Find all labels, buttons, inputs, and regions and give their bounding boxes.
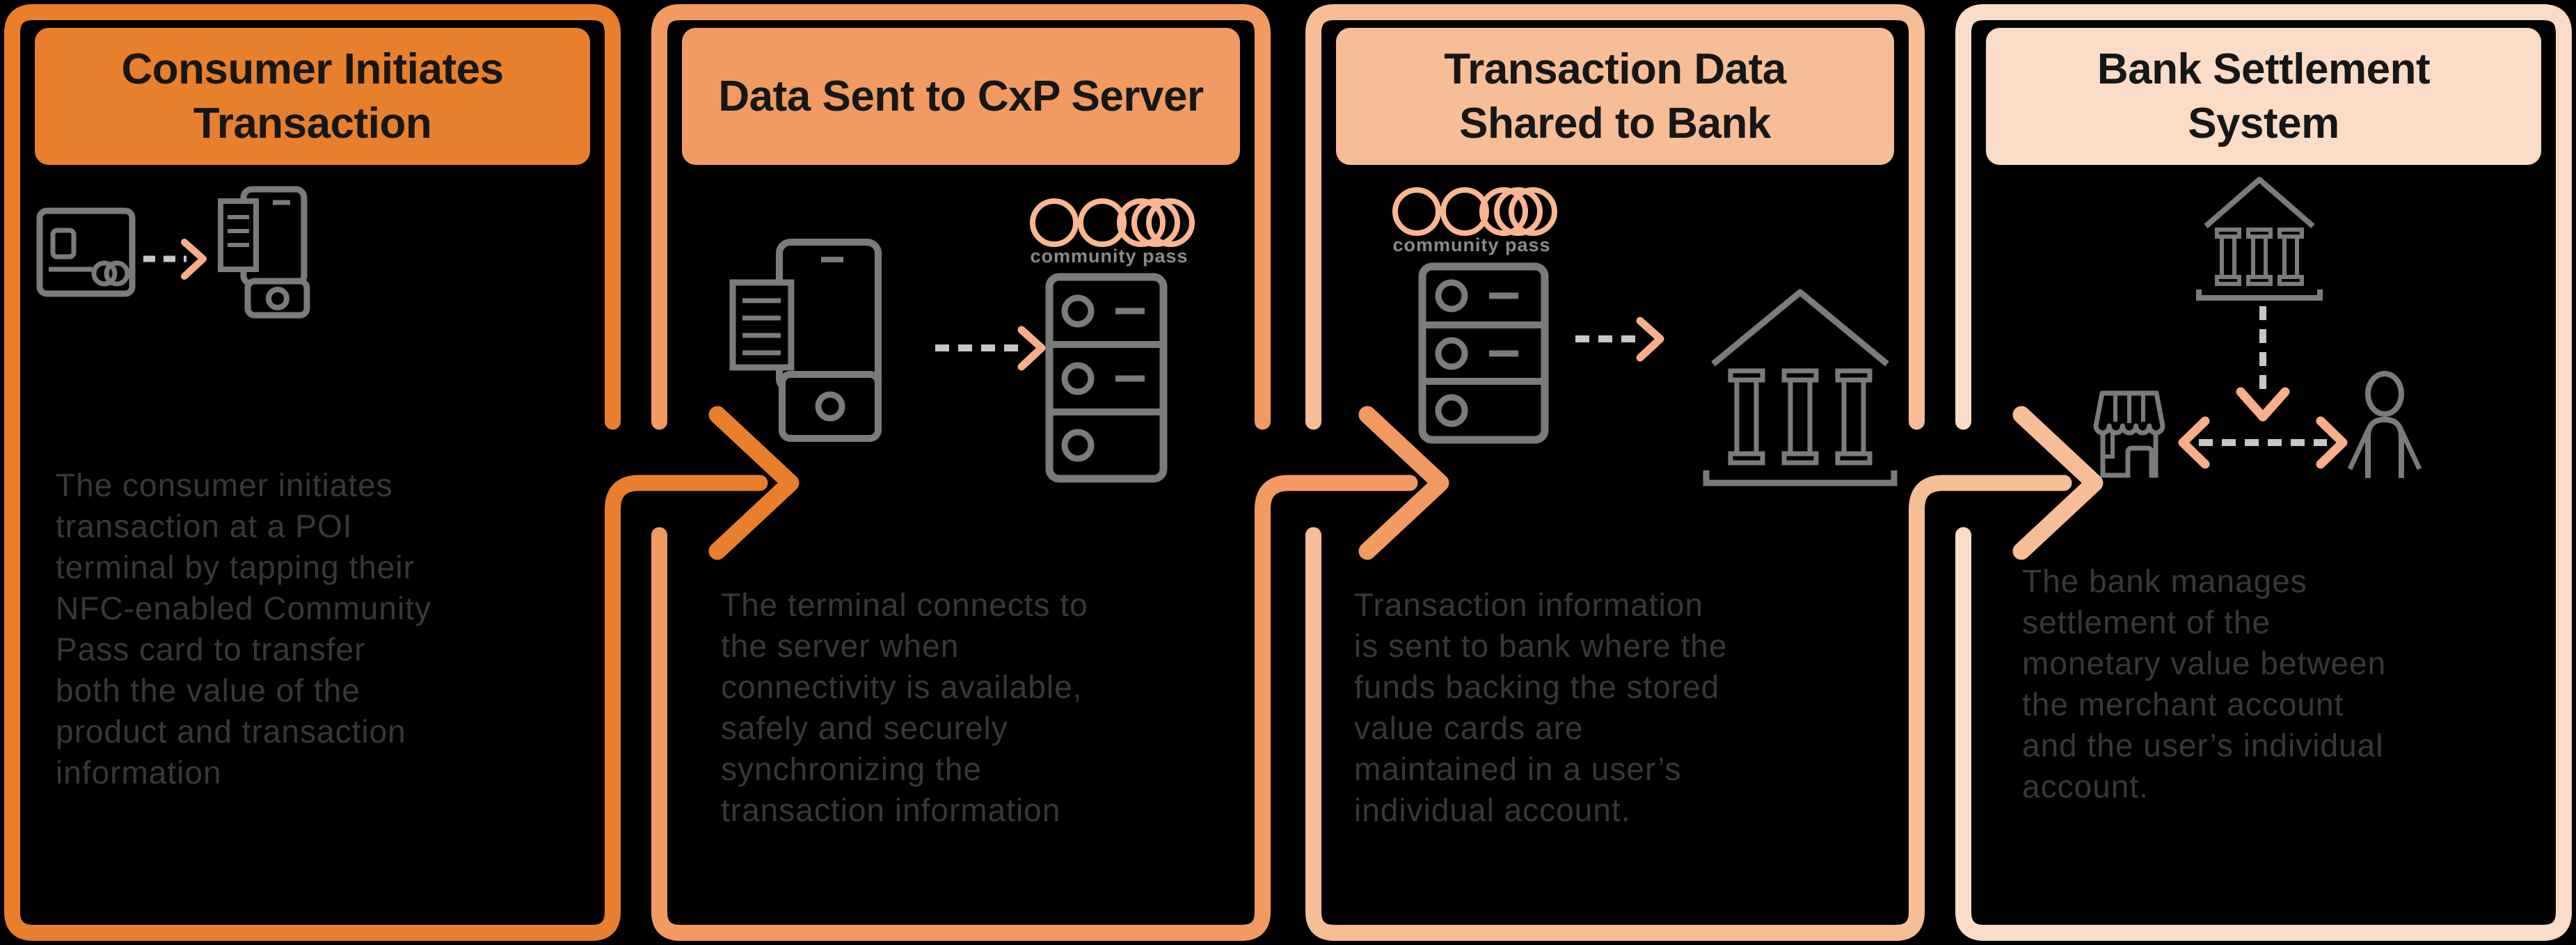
bank-pediment xyxy=(2204,177,2315,229)
panel2-border-bottom-and-arrow xyxy=(651,475,1418,941)
panel4-header: Bank Settlement System xyxy=(1986,28,2541,165)
flow-arrow-2-chevron-icon xyxy=(1358,406,1449,560)
bank-base xyxy=(1703,470,1898,486)
store-body-and-door xyxy=(2100,431,2158,478)
panel-data-sent-border xyxy=(651,4,1449,941)
panel3-header: Transaction Data Shared to Bank xyxy=(1336,28,1894,165)
share-arrow-3 xyxy=(1575,317,1664,362)
person-icon xyxy=(2347,371,2422,478)
chevron-right-icon xyxy=(1017,326,1046,371)
flow-arrow-1-chevron-icon xyxy=(708,406,800,560)
receipt-paper xyxy=(218,198,259,272)
bank-pediment xyxy=(1711,289,1889,367)
panel-consumer-initiates-border xyxy=(4,4,800,941)
store-awning xyxy=(2093,390,2165,436)
receipt-paper xyxy=(729,279,795,371)
community-pass-wordmark-p2: community pass xyxy=(1030,246,1188,267)
panel2-description: The terminal connects to the server when… xyxy=(721,587,1088,828)
pos-terminal-icon-small xyxy=(218,186,310,319)
bank-icon-large xyxy=(1703,289,1898,486)
panel3-border-bottom-and-arrow xyxy=(1305,475,2072,941)
community-pass-logo-circles-p3 xyxy=(1392,187,1557,236)
panel2-border-top xyxy=(651,4,1271,430)
card-icon xyxy=(36,207,136,297)
panel2-header: Data Sent to CxP Server xyxy=(682,28,1240,165)
panel3-description: Transaction information is sent to bank … xyxy=(1354,587,1728,828)
chevron-left-icon xyxy=(2178,416,2210,469)
panel-transaction-shared-border xyxy=(1305,4,2104,941)
panel4-title: Bank Settlement System xyxy=(2097,45,2431,148)
chevron-right-icon xyxy=(2316,416,2348,469)
panel1-description: The consumer initiates transaction at a … xyxy=(56,467,431,791)
cxp-server-icon xyxy=(1045,273,1168,483)
chevron-down-icon xyxy=(2236,387,2290,422)
pos-terminal-icon-large xyxy=(729,239,882,442)
panel1-border-and-arrow xyxy=(4,4,768,941)
panel3-border-top xyxy=(1305,4,1925,430)
sync-arrow-2 xyxy=(935,326,1046,371)
chevron-right-icon xyxy=(181,239,207,280)
community-pass-wordmark-p3: community pass xyxy=(1392,235,1551,255)
panel4-description: The bank manages settlement of the monet… xyxy=(2022,563,2387,804)
settlement-arrows xyxy=(2178,306,2348,469)
merchant-store-icon xyxy=(2093,390,2165,478)
panel1-title: Consumer Initiates Transaction xyxy=(121,45,504,148)
panel2-title: Data Sent to CxP Server xyxy=(718,72,1204,120)
bank-base xyxy=(2196,289,2323,301)
flow-arrow-3-chevron-icon xyxy=(2012,406,2104,560)
panel1-header: Consumer Initiates Transaction xyxy=(35,28,590,165)
bank-icon-small xyxy=(2196,177,2323,301)
community-pass-logo-circles-p2 xyxy=(1030,198,1195,247)
server-icon-p3 xyxy=(1418,262,1549,444)
chevron-right-icon xyxy=(1636,317,1664,362)
panel-bank-settlement-border xyxy=(1955,4,2572,941)
person-torso xyxy=(2365,416,2404,478)
panel4-border xyxy=(1955,4,2572,941)
panel3-title: Transaction Data Shared to Bank xyxy=(1444,45,1786,148)
tap-arrow-1 xyxy=(143,239,207,280)
card-chip xyxy=(50,228,77,260)
